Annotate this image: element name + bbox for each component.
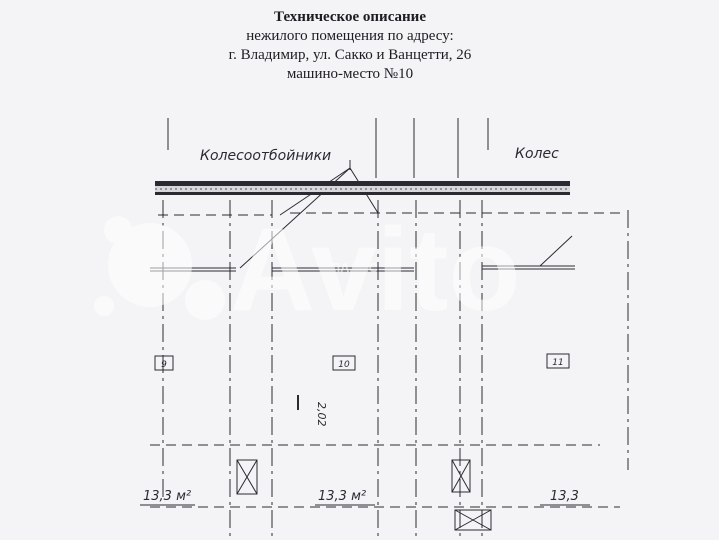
document-address: г. Владимир, ул. Сакко и Ванцетти, 26 bbox=[228, 47, 472, 63]
watermark-partner: ВЛАДИС bbox=[322, 260, 379, 275]
wheel-stop-label-right: Колес bbox=[515, 146, 559, 162]
space-area: 13,3 м² bbox=[318, 489, 366, 504]
parking-spot-label: машино-место №10 bbox=[286, 66, 414, 82]
space-number: 11 bbox=[552, 358, 563, 368]
document-subtitle: нежилого помещения по адресу: bbox=[246, 28, 454, 44]
document-title: Техническое описание bbox=[274, 9, 426, 25]
space-number: 9 bbox=[161, 360, 167, 370]
column-box bbox=[451, 459, 471, 493]
leader-line bbox=[539, 235, 573, 267]
wheel-stop-bar bbox=[155, 181, 570, 195]
space-number-box bbox=[546, 353, 570, 369]
wheel-stop-label: Колесоотбойники bbox=[200, 148, 331, 164]
document-header: Техническое описание нежилого помещения … bbox=[0, 8, 700, 84]
column-box bbox=[454, 509, 492, 531]
space-number-box bbox=[154, 355, 174, 371]
dashed-rows bbox=[150, 212, 620, 508]
space-area: 13,3 м² bbox=[143, 489, 191, 504]
column-box bbox=[236, 459, 258, 495]
avito-watermark: Avito ВЛАДИС bbox=[94, 204, 521, 336]
axis-lines-dashed bbox=[162, 200, 629, 540]
space-area: 13,3 bbox=[550, 489, 579, 504]
dimension-label: 2,02 bbox=[315, 402, 328, 427]
space-number-box bbox=[332, 355, 356, 371]
space-number: 10 bbox=[338, 360, 350, 370]
watermark-brand: Avito bbox=[230, 204, 521, 336]
